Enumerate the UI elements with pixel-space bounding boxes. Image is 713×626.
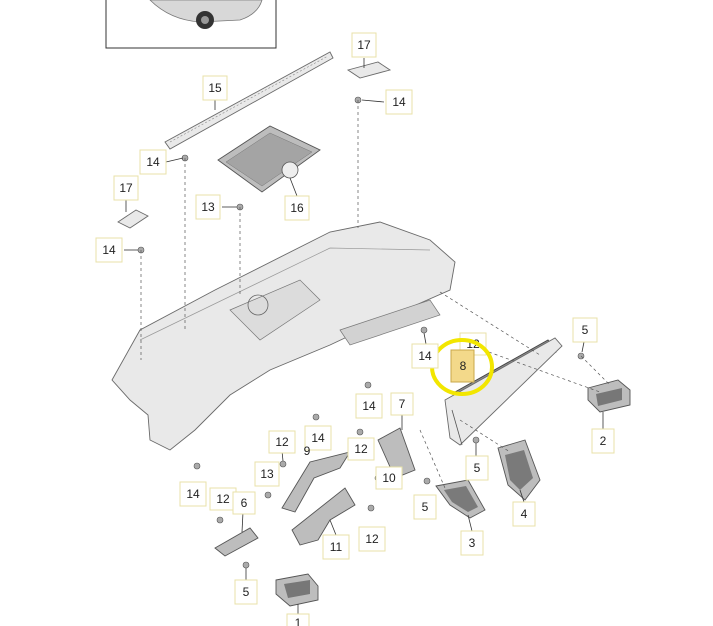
svg-text:11: 11 (330, 540, 343, 554)
svg-text:12: 12 (216, 492, 230, 506)
svg-text:13: 13 (201, 200, 215, 214)
callout-7[interactable]: 7 (390, 392, 414, 416)
center-vent-right (497, 439, 541, 501)
callout-14-center[interactable]: 14 (411, 343, 439, 369)
svg-text:14: 14 (102, 243, 116, 257)
center-vent-left (435, 479, 486, 519)
callout-15[interactable]: 15 (202, 75, 228, 101)
callout-5-center[interactable]: 5 (465, 455, 489, 481)
trim-frame-7 (377, 427, 416, 479)
svg-text:14: 14 (418, 349, 432, 363)
callout-11[interactable]: 11 (322, 534, 350, 560)
callout-17-top[interactable]: 17 (351, 32, 377, 58)
svg-text:12: 12 (354, 442, 368, 456)
callout-12-mid[interactable]: 12 (347, 437, 375, 461)
callout-2[interactable]: 2 (591, 428, 615, 454)
cover-panel-top (346, 61, 392, 79)
svg-text:5: 5 (474, 461, 481, 475)
callout-5-left[interactable]: 5 (413, 494, 437, 520)
callout-12-left[interactable]: 12 (268, 430, 296, 454)
vehicle-thumbnail (105, 0, 277, 49)
trim-frame-9 (281, 451, 351, 513)
callout-14-left[interactable]: 14 (95, 237, 123, 263)
callout-12-lower[interactable]: 12 (358, 526, 386, 552)
leader-lines (124, 58, 604, 614)
callout-4[interactable]: 4 (512, 501, 536, 527)
svg-text:7: 7 (399, 397, 406, 411)
svg-text:14: 14 (311, 431, 325, 445)
callout-5-right[interactable]: 5 (572, 317, 598, 343)
cover-panel-left (117, 209, 149, 229)
svg-text:17: 17 (357, 38, 371, 52)
svg-text:17: 17 (119, 181, 133, 195)
svg-text:1: 1 (295, 616, 302, 626)
callout-13-top[interactable]: 13 (195, 194, 221, 220)
svg-text:14: 14 (392, 95, 406, 109)
svg-text:14: 14 (362, 399, 376, 413)
callout-5-bottom[interactable]: 5 (234, 579, 258, 605)
callout-9[interactable]: 9 (304, 444, 311, 458)
callout-14-mid[interactable]: 14 (355, 393, 383, 419)
svg-text:2: 2 (600, 434, 607, 448)
svg-text:13: 13 (260, 467, 274, 481)
callout-14-strip[interactable]: 14 (139, 149, 167, 175)
svg-text:12: 12 (275, 435, 289, 449)
side-vent-right (587, 379, 631, 413)
svg-text:5: 5 (243, 585, 250, 599)
callout-1[interactable]: 1 (286, 613, 310, 626)
svg-text:16: 16 (290, 201, 304, 215)
side-vent-left (275, 573, 319, 607)
windshield-trim-strip (164, 51, 334, 150)
svg-text:12: 12 (365, 532, 379, 546)
callout-3[interactable]: 3 (460, 530, 484, 556)
callout-6[interactable]: 6 (232, 491, 256, 515)
dashboard-carrier (111, 221, 456, 451)
svg-text:5: 5 (422, 500, 429, 514)
svg-text:14: 14 (146, 155, 160, 169)
svg-text:3: 3 (469, 536, 476, 550)
callout-14-top[interactable]: 14 (385, 89, 413, 115)
callout-14-lower[interactable]: 14 (304, 425, 332, 451)
svg-text:6: 6 (241, 496, 248, 510)
callout-16[interactable]: 16 (284, 195, 310, 221)
callout-17-left[interactable]: 17 (113, 175, 139, 201)
svg-text:8: 8 (460, 359, 467, 373)
svg-text:15: 15 (208, 81, 222, 95)
svg-text:5: 5 (582, 323, 589, 337)
svg-text:4: 4 (521, 507, 528, 521)
svg-text:14: 14 (186, 487, 200, 501)
callout-13-lower[interactable]: 13 (254, 461, 280, 487)
svg-text:10: 10 (382, 471, 396, 485)
callout-10[interactable]: 10 (375, 466, 403, 490)
trim-bracket-6 (214, 527, 259, 557)
speaker-grille-cover (217, 125, 321, 193)
assembly-lines (140, 100, 611, 489)
callout-14-bottom[interactable]: 14 (179, 481, 207, 507)
svg-text:9: 9 (304, 444, 311, 458)
callout-12-bottom[interactable]: 12 (209, 487, 237, 511)
